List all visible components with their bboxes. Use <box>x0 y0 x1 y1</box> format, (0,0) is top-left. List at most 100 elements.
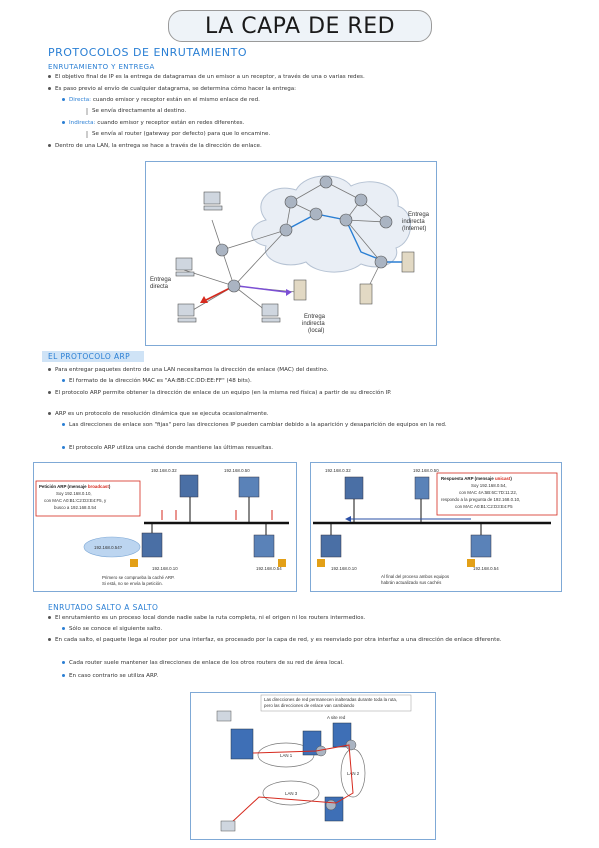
router-icon <box>309 207 323 221</box>
label-line: (Internet) <box>402 226 426 232</box>
section-heading-routing-protocols: PROTOCOLOS DE ENRUTAMIENTO <box>48 46 247 59</box>
computer-icon <box>320 534 342 558</box>
computer-icon <box>238 476 260 498</box>
req-line: busco a 192.168.0.54 <box>54 505 97 510</box>
list-item-text: El protocolo ARP utiliza una caché donde… <box>69 445 274 451</box>
lan-label: LAN 1 <box>280 753 293 758</box>
hop-path <box>230 744 354 824</box>
keyboard-icon <box>203 205 223 211</box>
keyboard-icon <box>177 317 197 323</box>
computer-icon <box>177 303 195 317</box>
paragraph-text: El objetivo final de IP es la entrega de… <box>55 74 365 80</box>
broadcast-arrows <box>161 510 273 520</box>
computer-icon <box>203 191 221 205</box>
bullet-icon <box>48 368 51 371</box>
paragraph: Para entregar paquetes dentro de una LAN… <box>48 367 328 374</box>
note-line: habrán actualizado sus cachés <box>381 580 442 585</box>
router-icon <box>284 195 298 209</box>
computer-icon <box>220 820 236 832</box>
paragraph-text: El protocolo ARP permite obtener la dire… <box>55 390 392 396</box>
list-item: El protocolo ARP utiliza una caché donde… <box>62 445 273 452</box>
lan-ellipse <box>262 780 320 806</box>
note-line: Las direcciones de red permanecen inalte… <box>264 697 397 702</box>
bullet-icon <box>48 87 51 90</box>
computer-icon <box>141 532 163 558</box>
paragraph: Dentro de una LAN, la entrega se hace a … <box>48 143 262 150</box>
label-line: Entrega <box>304 314 326 320</box>
label-line: indirecta <box>302 321 325 327</box>
router-icon <box>325 799 337 811</box>
list-item-text: Las direcciones de enlace son "fijas" pe… <box>69 422 447 428</box>
note-line: Si está, no se envía la petición. <box>102 581 163 586</box>
paragraph-text: Es paso previo al envío de cualquier dat… <box>55 86 297 92</box>
note-line: pero las direcciones de enlace van cambi… <box>264 703 355 708</box>
ip-label: 192.168.0.32 <box>325 468 351 473</box>
protocol-stack-icon <box>230 728 254 760</box>
bullet-icon <box>48 412 51 415</box>
subheading-routing-delivery: ENRUTAMIENTO Y ENTREGA <box>48 63 155 71</box>
bullet-icon <box>62 446 65 449</box>
router-icon <box>215 243 229 257</box>
computer-icon <box>261 303 279 317</box>
arp-request-svg: 192.168.0.32 192.168.0.50 Petición ARP (… <box>35 468 289 586</box>
list-item-text: cuando emisor y receptor están en redes … <box>97 120 245 126</box>
computer-icon <box>216 710 232 722</box>
bullet-icon <box>48 616 51 619</box>
paragraph-text: El enrutamiento es un proceso local dond… <box>55 615 366 621</box>
section-heading-hop-routing: ENRUTADO SALTO A SALTO <box>48 603 159 612</box>
hop-routing-svg: Las direcciones de red permanecen inalte… <box>216 694 412 832</box>
keyboard-icon <box>261 317 281 323</box>
cache-icon <box>130 559 138 567</box>
router-icon <box>319 175 333 189</box>
protocol-stack-icon <box>332 722 352 748</box>
label-line: indirecta <box>402 219 425 225</box>
server-icon <box>401 251 415 273</box>
arp-response-box <box>436 472 558 516</box>
bullet-icon <box>62 674 65 677</box>
resp-line: con MAC 4A:5B:6C:7D:11:22, <box>459 490 517 495</box>
term-label: Indirecta: <box>69 120 96 126</box>
note-box <box>260 694 412 712</box>
resp-keyword: unicast <box>495 476 511 481</box>
bullet-icon <box>62 627 65 630</box>
resp-line: Soy 192.168.0.54, <box>471 483 507 488</box>
figure-arp-request: 192.168.0.32 192.168.0.50 Petición ARP (… <box>33 462 297 592</box>
arrow-icon <box>345 516 351 522</box>
indirect-local-arrow <box>237 285 287 293</box>
computer-icon <box>470 534 492 558</box>
router-icon <box>374 255 388 269</box>
list-item-text: Sólo se conoce el siguiente salto. <box>69 626 163 632</box>
server-icon <box>293 279 307 301</box>
keyboard-icon <box>175 271 195 277</box>
arrow-icon <box>200 296 208 303</box>
list-item: En caso contrario se utiliza ARP. <box>62 673 158 680</box>
label-line: directa <box>150 284 169 290</box>
list-item-text: Cada router suele mantener las direccion… <box>69 660 344 666</box>
list-item-text: cuando emisor y receptor están en el mis… <box>92 97 260 103</box>
figure-hop-routing: Las direcciones de red permanecen inalte… <box>190 692 436 840</box>
note-line: Al final del proceso ambos equipos <box>381 574 450 579</box>
list-item: Las direcciones de enlace son "fijas" pe… <box>62 422 548 429</box>
ip-label: 192.168.0.54 <box>473 566 499 571</box>
paragraph: En cada salto, el paquete llega al route… <box>48 637 548 644</box>
page-title: LA CAPA DE RED <box>168 10 432 42</box>
bullet-icon <box>62 121 65 124</box>
ip-label: 192.168.0.10 <box>331 566 357 571</box>
section-heading-arp: EL PROTOCOLO ARP <box>42 351 144 362</box>
label-line: Entrega <box>150 277 172 283</box>
cloud-text: 192.168.0.54? <box>94 545 123 550</box>
list-item: Indirecta: cuando emisor y receptor está… <box>62 120 244 127</box>
lan-label: LAN 3 <box>285 791 298 796</box>
list-item-text: En caso contrario se utiliza ARP. <box>69 673 159 679</box>
figure-arp-response: 192.168.0.32 192.168.0.50 Respuesta ARP … <box>310 462 562 592</box>
ip-label: 192.168.0.54 <box>256 566 282 571</box>
computer-icon <box>175 257 193 271</box>
sub-note: Se envía al router (gateway por defecto)… <box>86 131 270 138</box>
ip-label: 192.168.0.32 <box>151 468 177 473</box>
paragraph: El objetivo final de IP es la entrega de… <box>48 74 365 81</box>
bullet-icon <box>48 391 51 394</box>
arp-request-box <box>35 480 141 517</box>
